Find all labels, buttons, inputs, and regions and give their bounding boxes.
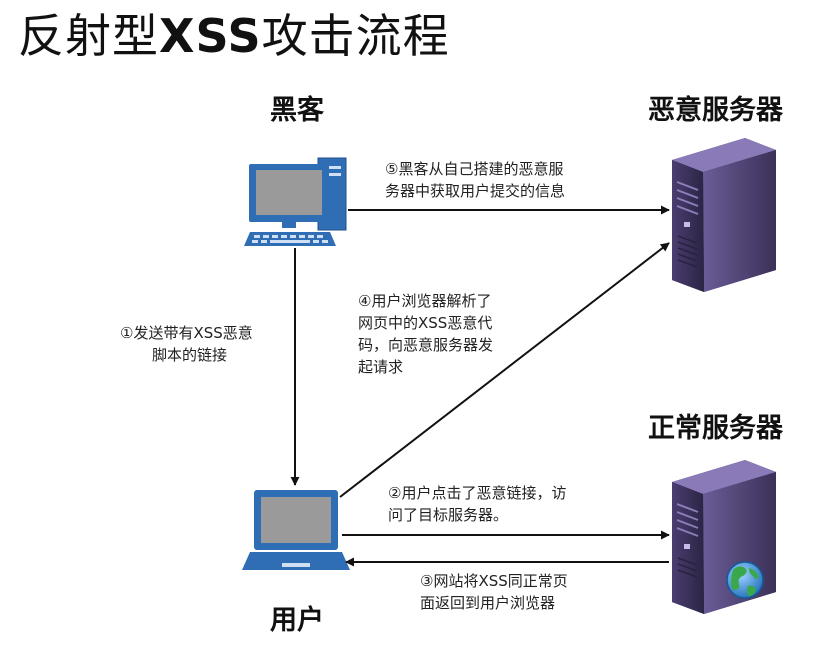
step1-note: ①发送带有XSS恶意 脚本的链接 <box>120 322 290 366</box>
step3-note: ③网站将XSS同正常页 面返回到用户浏览器 <box>420 570 640 614</box>
step2-note: ②用户点击了恶意链接，访 问了目标服务器。 <box>388 482 648 526</box>
title-suffix: 攻击流程 <box>261 9 450 63</box>
laptop-icon <box>242 490 350 570</box>
step1-line2: 脚本的链接 <box>152 346 228 364</box>
step4-line3: 码，向恶意服务器发 <box>358 336 494 354</box>
step5-line2: 务器中获取用户提交的信息 <box>385 182 566 200</box>
step4-line4: 起请求 <box>358 358 404 376</box>
hacker-label: 黑客 <box>270 95 324 126</box>
desktop-computer-icon <box>244 157 347 246</box>
arrows <box>290 205 670 567</box>
user-label: 用户 <box>270 605 324 636</box>
normal-server-label: 正常服务器 <box>648 413 783 444</box>
normal-server-icon <box>672 460 776 614</box>
step3-line2: 面返回到用户浏览器 <box>420 594 556 612</box>
step1-line1: ①发送带有XSS恶意 <box>120 324 253 342</box>
evil-server-icon <box>672 138 776 292</box>
step4-line1: ④用户浏览器解析了 <box>358 292 492 310</box>
arrow-step4 <box>339 242 670 498</box>
page-title: 反射型XSS攻击流程 <box>18 4 450 68</box>
step2-line1: ②用户点击了恶意链接，访 <box>388 484 567 502</box>
step5-line1: ⑤黑客从自己搭建的恶意服 <box>385 160 564 178</box>
globe-icon <box>726 561 764 599</box>
title-prefix: 反射型 <box>18 9 159 63</box>
step3-line1: ③网站将XSS同正常页 <box>420 572 568 590</box>
evil-server-label: 恶意服务器 <box>648 95 783 126</box>
step2-line2: 问了目标服务器。 <box>388 506 509 524</box>
title-highlight: XSS <box>159 9 262 63</box>
step4-line2: 网页中的XSS恶意代 <box>358 314 493 332</box>
step5-note: ⑤黑客从自己搭建的恶意服 务器中获取用户提交的信息 <box>385 158 645 202</box>
step4-note: ④用户浏览器解析了 网页中的XSS恶意代 码，向恶意服务器发 起请求 <box>358 290 528 378</box>
